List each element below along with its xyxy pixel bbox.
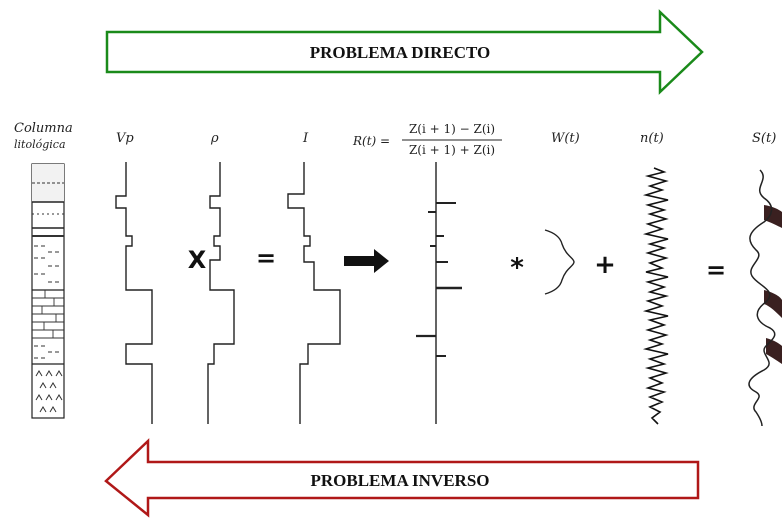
density-log-curve bbox=[207, 162, 235, 424]
seismic-fill-3 bbox=[766, 338, 782, 364]
impedance-label: I bbox=[302, 131, 309, 146]
lithologic-column bbox=[31, 163, 65, 419]
litho-shale-layer bbox=[32, 245, 64, 291]
direct-problem-arrow: PROBLEMA DIRECTO bbox=[105, 9, 704, 95]
reflectivity-numerator: Z(i + 1) − Z(i) bbox=[409, 122, 495, 136]
seismic-fill-2 bbox=[764, 290, 782, 318]
inverse-arrow-shape bbox=[104, 438, 700, 518]
rho-label: ρ bbox=[210, 131, 219, 146]
leads-to-arrow-icon bbox=[344, 249, 389, 273]
equals-operator-1: = bbox=[256, 244, 276, 272]
seismic-trace bbox=[748, 169, 782, 427]
noise-trace bbox=[642, 167, 670, 425]
inverse-problem-arrow: PROBLEMA INVERSO bbox=[104, 438, 700, 518]
litho-igneous-layer bbox=[35, 370, 63, 413]
multiply-operator: X bbox=[188, 246, 207, 274]
litho-column-subtitle: litológica bbox=[14, 138, 66, 151]
wavelet-curve bbox=[544, 229, 575, 295]
seismic-label: S(t) bbox=[752, 131, 776, 146]
litho-limestone-layer bbox=[32, 290, 64, 339]
direct-arrow-label: PROBLEMA DIRECTO bbox=[310, 43, 491, 62]
litho-column-frame bbox=[31, 163, 65, 419]
litho-sand-layer bbox=[32, 164, 64, 237]
litho-column-title: Columna bbox=[14, 121, 73, 136]
vp-log-curve bbox=[115, 162, 153, 424]
noise-label: n(t) bbox=[640, 131, 664, 146]
wavelet-label: W(t) bbox=[551, 131, 580, 146]
seismic-wiggle bbox=[748, 169, 776, 427]
reflectivity-denominator: Z(i + 1) + Z(i) bbox=[409, 143, 495, 157]
seismic-fill-1 bbox=[764, 205, 782, 228]
reflectivity-series bbox=[416, 162, 462, 424]
impedance-log-curve bbox=[287, 162, 341, 424]
litho-shale-layer-2 bbox=[32, 345, 64, 365]
plus-operator: + bbox=[594, 250, 616, 280]
reflectivity-formula: R(t) = Z(i + 1) − Z(i) Z(i + 1) + Z(i) bbox=[352, 122, 502, 157]
inverse-arrow-label: PROBLEMA INVERSO bbox=[311, 471, 490, 490]
vp-label: Vp bbox=[116, 131, 134, 146]
direct-arrow-shape bbox=[105, 9, 704, 95]
reflectivity-label: R(t) = bbox=[352, 134, 390, 148]
equals-operator-2: = bbox=[706, 256, 726, 284]
convolve-operator: * bbox=[510, 253, 524, 283]
